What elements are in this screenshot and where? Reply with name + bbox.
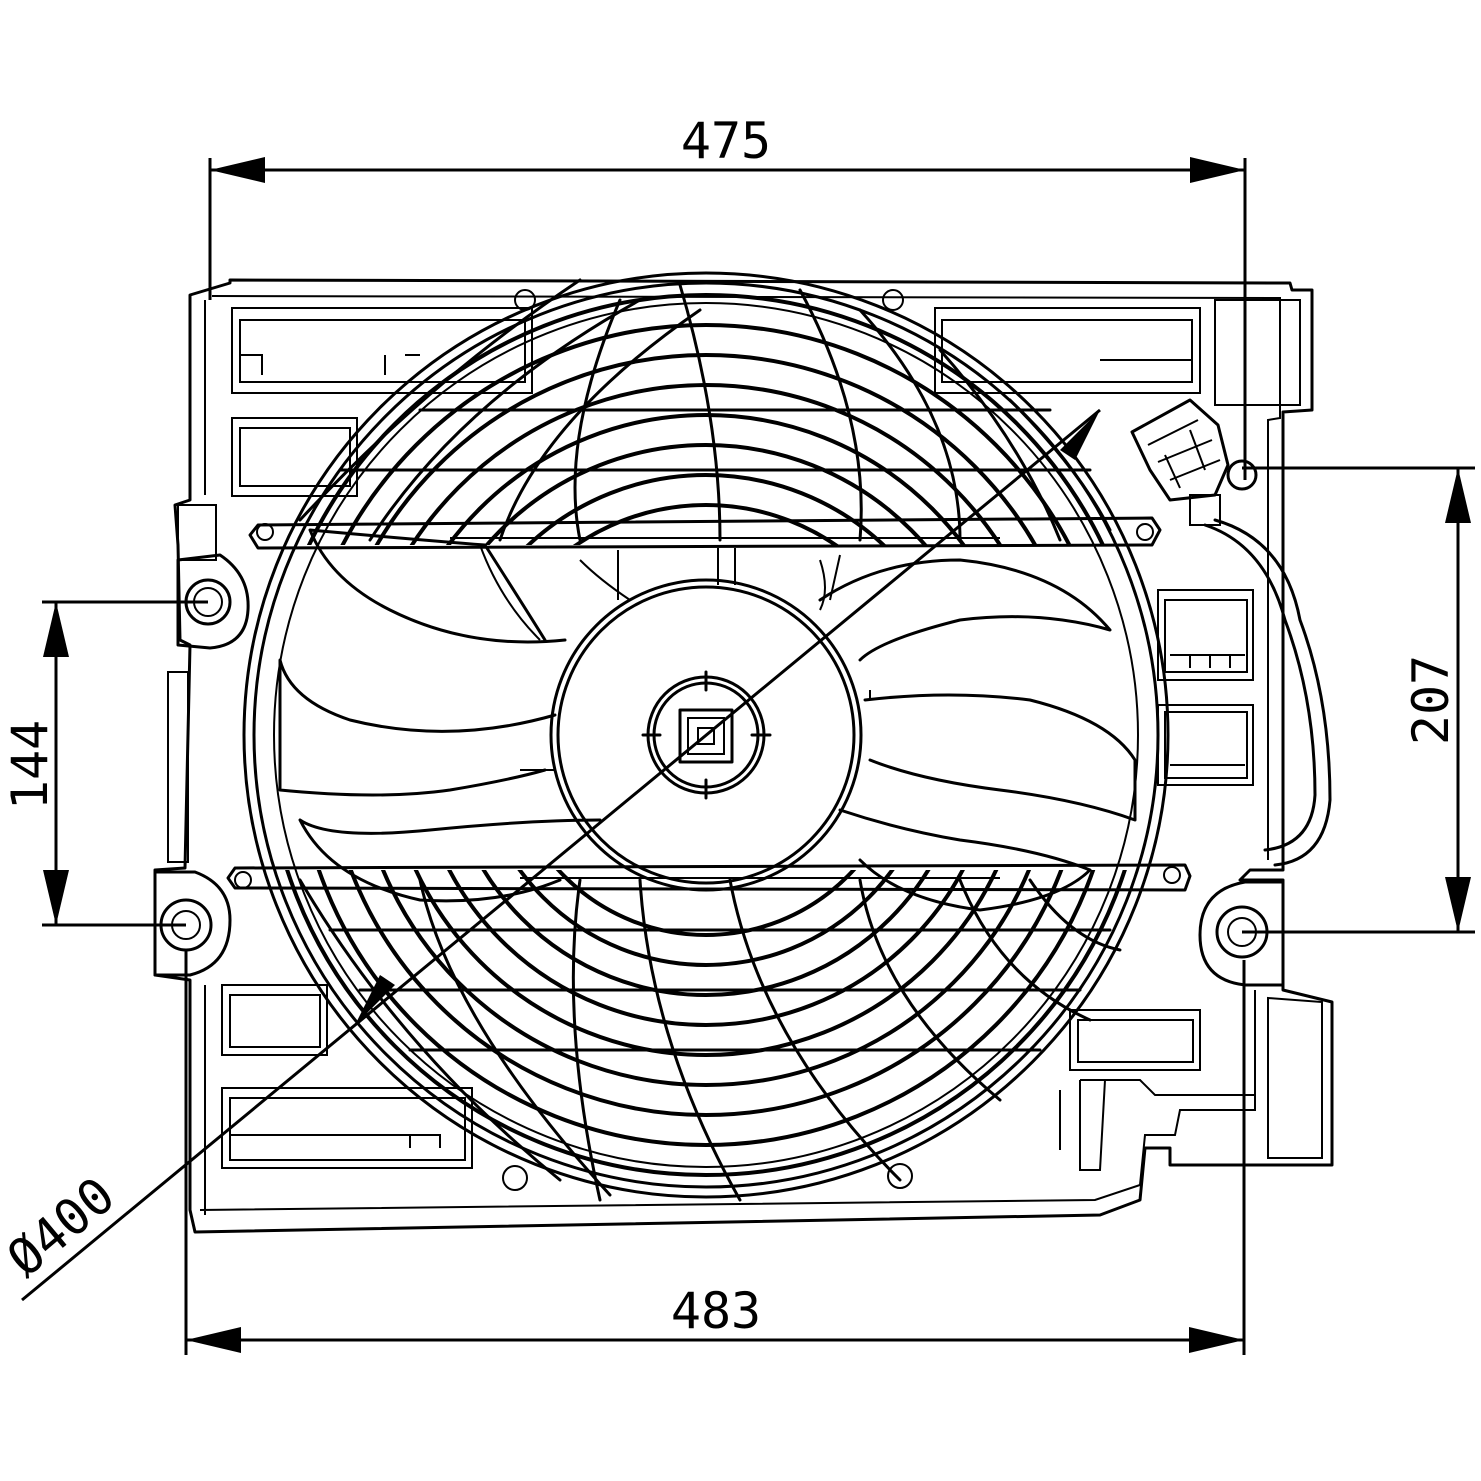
fan-motor <box>641 670 772 800</box>
frame-openings <box>221 307 1254 1169</box>
electrical-connector <box>1130 398 1230 526</box>
fan-blades <box>278 528 1137 912</box>
dimension-label-475: 475 <box>681 112 771 170</box>
mount-hole-upper-right <box>1226 459 1258 491</box>
dimension-label-207: 207 <box>1402 655 1460 745</box>
shroud-frame <box>153 278 1334 1234</box>
mounting-points <box>153 459 1285 987</box>
dimension-fan-diameter: Ø400 <box>0 408 1101 1302</box>
dimension-label-483: 483 <box>671 1282 761 1340</box>
dimension-height-left: 144 <box>1 600 208 927</box>
dimension-width-bottom: 483 <box>184 950 1246 1355</box>
fan-grill-top <box>298 278 1112 545</box>
dimension-label-diameter-400: Ø400 <box>0 1166 126 1288</box>
fan <box>226 271 1192 1202</box>
fan-shroud-ring <box>242 271 1170 1199</box>
dimension-label-144: 144 <box>1 720 59 810</box>
dimension-height-right: 207 <box>1242 466 1475 934</box>
mount-hole-upper-left <box>176 504 250 650</box>
fan-grill-bottom <box>285 870 1127 1202</box>
grill-bars <box>226 516 1192 892</box>
dimension-width-top: 475 <box>208 112 1247 480</box>
wire-harness <box>1203 518 1332 867</box>
fan-hub <box>520 548 871 892</box>
